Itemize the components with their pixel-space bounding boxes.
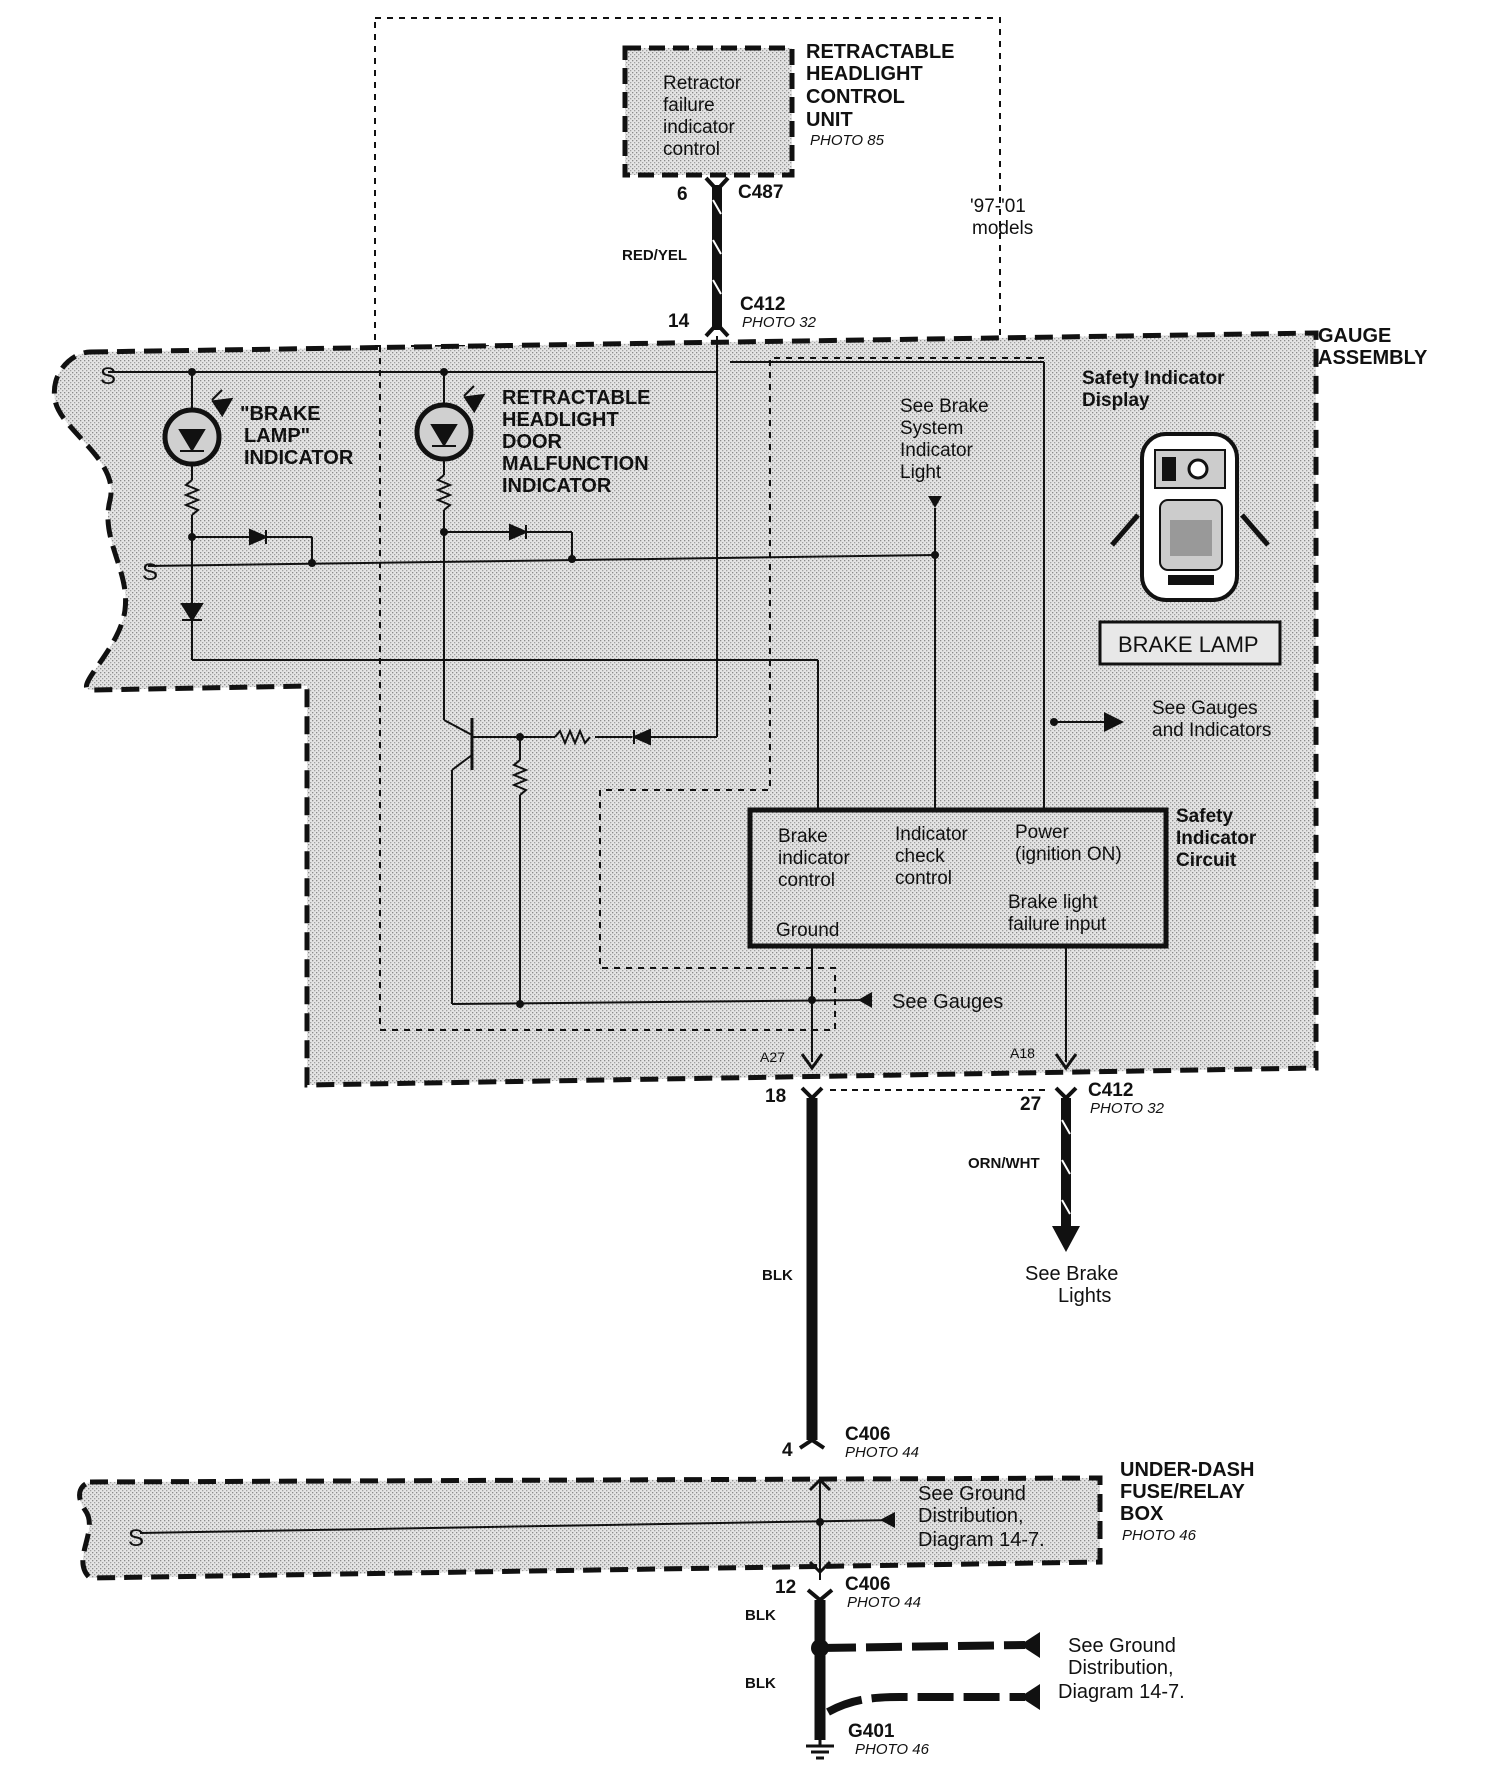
safety-display-car-icon	[1110, 432, 1270, 602]
underdash-photo: PHOTO 46	[1122, 1527, 1197, 1544]
c412-top-photo: PHOTO 32	[742, 314, 817, 331]
see-brake-system-label: See Brake System Indicator Light	[900, 396, 994, 483]
middle-bus	[147, 554, 936, 567]
see-gauges-indicators-label: See Gauges and Indicators	[1152, 698, 1271, 741]
c412-bottom-pin-18: 18	[765, 1086, 786, 1107]
brake-lamp-indicator-label: "BRAKE LAMP" INDICATOR	[240, 403, 354, 469]
c406-bottom-photo: PHOTO 44	[847, 1594, 921, 1611]
see-ground-dist-1: See Ground Distribution, Diagram 14-7.	[918, 1483, 1045, 1551]
see-brake-lights-label: See Brake Lights	[1025, 1263, 1124, 1307]
c406-top-photo: PHOTO 44	[845, 1444, 919, 1461]
g401-label: G401	[848, 1721, 895, 1742]
safety-indicator-circuit-box	[747, 807, 1169, 949]
c412-bottom-label: C412	[1088, 1080, 1133, 1101]
safety-circuit-title: Safety Indicator Circuit	[1176, 806, 1262, 871]
headlight-unit-photo: PHOTO 85	[810, 132, 885, 149]
bus-s-symbol-3: S	[128, 1525, 144, 1552]
bus-s-symbol-2: S	[142, 559, 158, 586]
blk-label-3: BLK	[745, 1675, 776, 1692]
bus-s-symbol-1: S	[100, 363, 116, 390]
c406-top-label: C406	[845, 1424, 890, 1445]
red-yel-label: RED/YEL	[622, 247, 687, 264]
terminal-a27: A27	[760, 1049, 785, 1065]
c412-top-label: C412	[740, 294, 785, 315]
safety-display-title: Safety Indicator Display	[1082, 368, 1230, 411]
ground-icon	[806, 1740, 834, 1760]
terminal-a18: A18	[1010, 1045, 1035, 1061]
headlight-control-unit-box	[622, 45, 795, 178]
c406-bottom-pin: 12	[775, 1577, 796, 1598]
power-ignition-on: Power (ignition ON)	[1015, 822, 1122, 865]
see-ground-dist-2: See Ground Distribution, Diagram 14-7.	[1058, 1635, 1185, 1703]
brake-lamp-display-text: BRAKE LAMP	[1118, 632, 1259, 657]
c487-pin: 6	[677, 184, 688, 205]
ground-label: Ground	[776, 920, 839, 941]
c406-bottom-label: C406	[845, 1574, 890, 1595]
blk-label-2: BLK	[745, 1607, 776, 1624]
c412-bottom-pin-27: 27	[1020, 1094, 1041, 1115]
see-gauges-label: See Gauges	[892, 991, 1003, 1013]
orn-wht-label: ORN/WHT	[968, 1155, 1040, 1172]
brake-light-failure-input: Brake light failure input	[1008, 892, 1107, 935]
g401-photo: PHOTO 46	[855, 1741, 930, 1758]
models-note: '97-'01 models	[970, 196, 1033, 239]
c412-top-connector	[704, 321, 730, 338]
brake-resistor	[183, 479, 201, 516]
c487-connector	[704, 176, 730, 193]
underdash-title: UNDER-DASH FUSE/RELAY BOX	[1120, 1459, 1260, 1525]
gauge-assembly-title: GAUGE ASSEMBLY	[1318, 325, 1428, 369]
indicator-check-control: Indicator check control	[895, 824, 973, 889]
underdash-box-boundary	[77, 1475, 1103, 1581]
brake-indicator-control: Brake indicator control	[778, 826, 855, 891]
brake-diode	[249, 528, 269, 546]
blk-label-1: BLK	[762, 1267, 793, 1284]
retractor-inner-text: Retractor failure indicator control	[663, 73, 746, 160]
c487-label: C487	[738, 182, 783, 203]
brake-lamp-display-box	[1098, 620, 1282, 666]
c412-bottom-photo: PHOTO 32	[1090, 1100, 1165, 1117]
headlight-malfunction-label: RETRACTABLE HEADLIGHT DOOR MALFUNCTION I…	[502, 387, 656, 497]
c412-top-pin: 14	[668, 311, 690, 332]
c406-top-pin: 4	[782, 1440, 793, 1461]
headlight-unit-title: RETRACTABLE HEADLIGHT CONTROL UNIT	[806, 41, 960, 131]
